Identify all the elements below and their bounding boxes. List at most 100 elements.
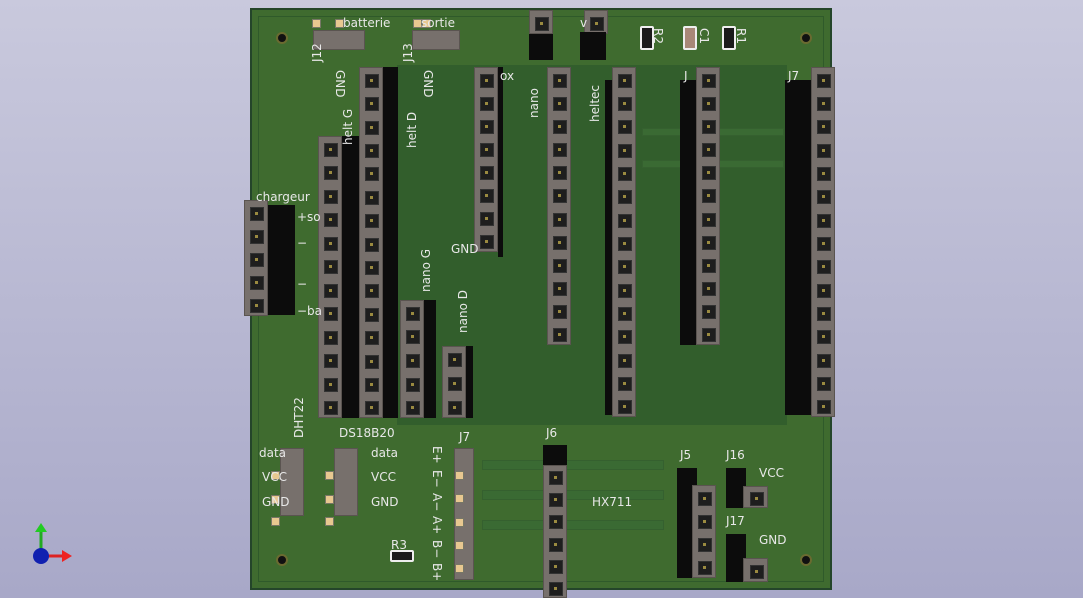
pin-tip xyxy=(455,494,464,503)
header-dht22[interactable] xyxy=(280,448,304,516)
header-pin xyxy=(480,212,494,227)
header-pin xyxy=(817,353,831,368)
header-pin xyxy=(406,377,420,392)
header-pin xyxy=(817,73,831,88)
header-nano-g[interactable] xyxy=(400,300,424,418)
header-pin xyxy=(365,331,379,346)
label-vcc16: VCC xyxy=(759,466,784,480)
label-dht-vcc: VCC xyxy=(262,470,287,484)
header-pin xyxy=(698,561,712,576)
header-ox[interactable] xyxy=(474,67,498,252)
header-body xyxy=(726,468,746,508)
header-ds18b20[interactable] xyxy=(334,448,358,516)
header-pin xyxy=(324,307,338,322)
header-j17[interactable] xyxy=(743,558,768,582)
header-pin xyxy=(618,353,632,368)
header-pin xyxy=(618,237,632,251)
header-pin xyxy=(817,307,831,321)
label-ds-vcc: VCC xyxy=(371,470,396,484)
header-pin xyxy=(590,17,604,31)
label-ds18b20: DS18B20 xyxy=(339,426,395,440)
header-j[interactable] xyxy=(696,67,720,345)
label-minus-ba: −ba xyxy=(297,304,323,318)
header-pin xyxy=(618,167,632,181)
label-hx711: HX711 xyxy=(592,495,633,509)
label-a-plus: A+ xyxy=(430,516,444,535)
header-pin xyxy=(480,189,494,204)
header-body xyxy=(726,534,746,582)
header-pin xyxy=(817,400,831,415)
mounting-hole xyxy=(800,554,812,566)
header-pin xyxy=(365,73,379,88)
header-pin xyxy=(618,97,632,111)
header-top-v[interactable] xyxy=(584,10,608,34)
header-pin xyxy=(618,190,632,205)
label-j17: J17 xyxy=(726,514,745,528)
header-j5[interactable] xyxy=(692,485,716,578)
header-body xyxy=(680,80,696,345)
header-body xyxy=(268,205,295,315)
header-body xyxy=(605,80,613,415)
header-pin xyxy=(817,283,831,298)
header-pin xyxy=(749,492,764,506)
label-ds-gnd: GND xyxy=(371,495,399,509)
label-ds-data: data xyxy=(371,446,399,460)
resistor-r2[interactable] xyxy=(640,26,654,50)
label-nano-d: nano D xyxy=(456,290,470,333)
header-pin xyxy=(698,514,712,529)
header-body xyxy=(466,346,473,418)
header-nano[interactable] xyxy=(547,67,571,345)
label-sortie: sortie xyxy=(421,16,455,30)
label-j: J xyxy=(684,69,688,83)
label-v: v xyxy=(580,16,588,30)
pin-tip xyxy=(455,564,464,573)
label-ox: ox xyxy=(500,69,515,83)
header-pin xyxy=(250,299,264,314)
label-j5: J5 xyxy=(680,448,692,462)
pin-tip xyxy=(271,517,280,526)
header-pin xyxy=(553,189,567,204)
header-pin xyxy=(618,330,632,345)
header-j12[interactable] xyxy=(313,30,365,50)
header-pin xyxy=(365,143,379,158)
header-j16[interactable] xyxy=(743,486,768,508)
header-nano-d[interactable] xyxy=(442,346,466,418)
header-pin xyxy=(618,213,632,228)
header-pin xyxy=(618,400,632,415)
pin-tip xyxy=(325,517,334,526)
header-top-1[interactable] xyxy=(529,10,553,34)
header-j7-big[interactable] xyxy=(811,67,835,417)
resistor-r1[interactable] xyxy=(722,26,736,50)
pin-tip xyxy=(422,19,431,28)
label-helt-d: helt D xyxy=(405,111,419,148)
header-pin xyxy=(817,167,831,181)
header-j13[interactable] xyxy=(412,30,460,50)
label-c1: C1 xyxy=(697,28,711,45)
header-pin xyxy=(702,258,716,273)
header-chargeur[interactable] xyxy=(244,200,268,316)
header-pin xyxy=(365,120,379,135)
header-pin xyxy=(480,96,494,111)
header-pin xyxy=(549,515,563,530)
header-pin xyxy=(618,283,632,298)
header-pin xyxy=(324,283,338,298)
header-pin xyxy=(549,471,563,486)
capacitor-c1[interactable] xyxy=(683,26,697,50)
header-heltec[interactable] xyxy=(612,67,636,417)
header-pin xyxy=(324,213,338,228)
header-pin xyxy=(549,493,563,508)
resistor-r3[interactable] xyxy=(390,550,414,562)
mounting-hole xyxy=(276,32,288,44)
label-e-plus: E+ xyxy=(430,446,444,464)
header-helt-d[interactable] xyxy=(359,67,383,418)
header-pin xyxy=(553,282,567,297)
header-pin xyxy=(365,284,379,299)
header-pin xyxy=(702,143,716,158)
header-helt-g[interactable] xyxy=(318,136,342,418)
header-j6[interactable] xyxy=(543,465,567,598)
header-j7[interactable] xyxy=(454,448,474,580)
header-pin xyxy=(553,235,567,250)
header-pin xyxy=(480,119,494,134)
header-pin xyxy=(702,305,716,320)
header-body xyxy=(785,80,811,415)
